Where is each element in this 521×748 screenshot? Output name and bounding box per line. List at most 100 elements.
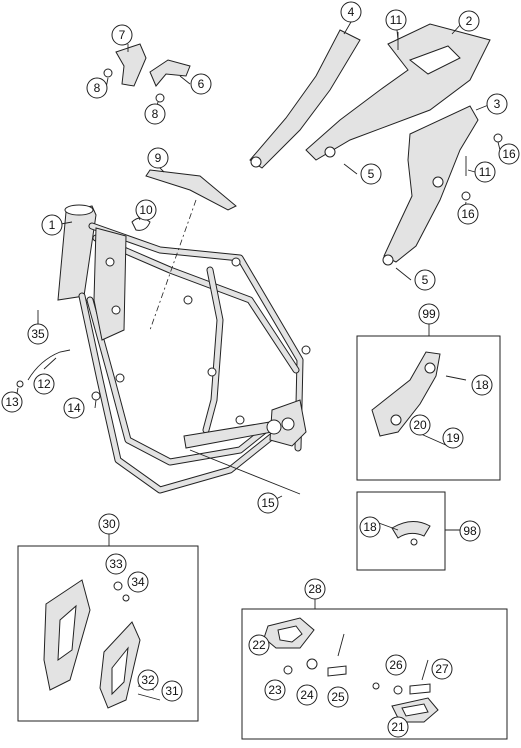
- svg-text:4: 4: [348, 5, 355, 19]
- clip-part-13: [16, 380, 24, 388]
- callout-13: 13: [1, 391, 23, 413]
- svg-text:34: 34: [131, 575, 145, 589]
- svg-text:11: 11: [390, 13, 403, 27]
- callout-12: 12: [33, 373, 55, 395]
- callout-25: 25: [327, 686, 349, 708]
- svg-text:14: 14: [67, 401, 81, 415]
- footrests-28: [263, 617, 439, 723]
- callout-19: 19: [442, 427, 464, 449]
- callout-21: 21: [387, 716, 409, 738]
- svg-text:31: 31: [165, 684, 179, 698]
- callout-98: 98: [459, 520, 481, 542]
- svg-text:18: 18: [363, 520, 377, 534]
- svg-text:22: 22: [252, 638, 266, 652]
- svg-text:9: 9: [155, 151, 162, 165]
- svg-text:19: 19: [446, 431, 460, 445]
- callout-32: 32: [137, 669, 159, 691]
- nut-part-16b: [461, 191, 471, 201]
- group-box-30: [17, 545, 199, 722]
- svg-text:28: 28: [308, 582, 322, 596]
- callout-1: 1: [41, 214, 63, 236]
- callout-15: 15: [257, 492, 279, 514]
- svg-text:25: 25: [331, 690, 345, 704]
- frame-protectors-30: [43, 579, 161, 709]
- nut-part-16a: [493, 133, 503, 143]
- group-box-98: [356, 491, 446, 571]
- svg-text:2: 2: [466, 14, 473, 28]
- callout-7: 7: [111, 24, 133, 46]
- callout-33: 33: [105, 553, 127, 575]
- svg-text:7: 7: [119, 28, 126, 42]
- callout-8a: 8: [86, 77, 108, 99]
- callout-5a: 5: [360, 163, 382, 185]
- callout-30: 30: [98, 513, 120, 535]
- plate-part-9: [145, 169, 237, 211]
- group-box-99: [356, 335, 501, 481]
- svg-text:16: 16: [461, 207, 475, 221]
- svg-text:10: 10: [139, 203, 153, 217]
- callout-99: 99: [418, 303, 440, 325]
- callout-22: 22: [248, 634, 270, 656]
- svg-text:32: 32: [141, 673, 155, 687]
- svg-text:13: 13: [5, 395, 19, 409]
- callout-27: 27: [431, 658, 453, 680]
- svg-text:27: 27: [435, 662, 449, 676]
- callout-11a: 11: [385, 9, 407, 31]
- callout-18a: 18: [471, 374, 493, 396]
- callout-16b: 16: [457, 203, 479, 225]
- clamp-part-10: [131, 217, 151, 231]
- callout-28: 28: [304, 578, 326, 600]
- callout-5b: 5: [414, 269, 436, 291]
- callout-8b: 8: [144, 103, 166, 125]
- svg-text:5: 5: [422, 273, 429, 287]
- svg-text:35: 35: [31, 327, 45, 341]
- svg-text:8: 8: [152, 107, 159, 121]
- nut-part-8b: [155, 93, 165, 103]
- callout-24: 24: [296, 684, 318, 706]
- callout-18b: 18: [359, 516, 381, 538]
- svg-text:26: 26: [389, 658, 403, 672]
- svg-text:8: 8: [94, 81, 101, 95]
- svg-text:15: 15: [261, 496, 275, 510]
- callout-23: 23: [264, 679, 286, 701]
- svg-text:6: 6: [198, 77, 205, 91]
- subframe-side-part-3: [383, 105, 479, 263]
- svg-text:5: 5: [368, 167, 375, 181]
- svg-text:21: 21: [391, 720, 405, 734]
- svg-text:16: 16: [502, 147, 516, 161]
- group-box-28: [241, 608, 508, 740]
- callout-26: 26: [385, 654, 407, 676]
- callout-35: 35: [27, 323, 49, 345]
- subframe-rail-part-4: [249, 29, 361, 169]
- svg-text:3: 3: [494, 97, 501, 111]
- washer-part-8a: [103, 68, 113, 78]
- svg-text:23: 23: [268, 683, 282, 697]
- svg-text:1: 1: [49, 218, 56, 232]
- callout-6: 6: [190, 73, 212, 95]
- hose-part-12: [27, 349, 71, 381]
- callout-31: 31: [161, 680, 183, 702]
- svg-text:30: 30: [102, 517, 116, 531]
- svg-text:20: 20: [413, 418, 427, 432]
- callout-11b: 11: [474, 161, 496, 183]
- callout-4: 4: [340, 1, 362, 23]
- svg-text:98: 98: [463, 524, 477, 538]
- svg-text:12: 12: [37, 377, 51, 391]
- callout-34: 34: [127, 571, 149, 593]
- chain-guide-98: [375, 521, 431, 546]
- callout-10: 10: [135, 199, 157, 221]
- svg-text:11: 11: [479, 165, 492, 179]
- callout-20: 20: [409, 414, 431, 436]
- callout-9: 9: [147, 147, 169, 169]
- svg-text:18: 18: [475, 378, 489, 392]
- callout-16a: 16: [498, 143, 520, 165]
- bushing-part-14: [91, 391, 101, 401]
- callout-2: 2: [458, 10, 480, 32]
- svg-text:33: 33: [109, 557, 123, 571]
- callout-14: 14: [63, 397, 85, 419]
- svg-text:24: 24: [300, 688, 314, 702]
- bracket-part-7: [115, 43, 147, 87]
- bracket-part-6: [149, 59, 191, 87]
- callout-3: 3: [486, 93, 508, 115]
